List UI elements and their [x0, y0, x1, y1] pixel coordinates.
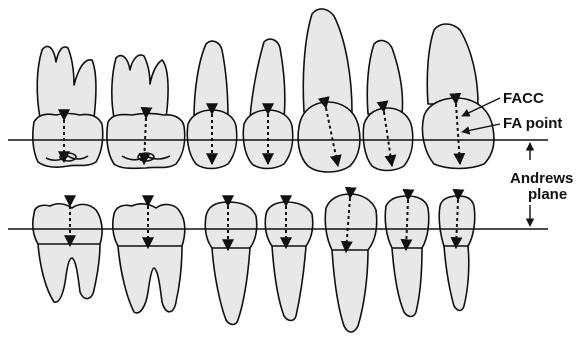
upper-lateral-incisor-root	[367, 41, 402, 114]
lower-premolar-2-root	[272, 246, 306, 321]
upper-central-incisor-crown	[422, 98, 493, 169]
facc-label: FACC	[503, 90, 544, 107]
lower-premolar-1-root	[212, 248, 250, 325]
upper-molar-2	[107, 55, 185, 168]
lower-premolar-1-crown	[205, 202, 257, 253]
upper-central-incisor-root	[427, 24, 478, 104]
fa-point-label: FA point	[503, 115, 562, 132]
upper-premolar-2-root	[250, 39, 285, 118]
lower-canine-crown	[325, 194, 376, 255]
upper-canine-root	[303, 9, 352, 112]
lower-canine	[325, 194, 376, 332]
upper-canine-crown	[298, 102, 360, 172]
upper-canine	[298, 9, 360, 172]
lower-canine-root	[332, 250, 368, 332]
upper-molar-1	[33, 46, 103, 167]
andrews-label: Andrews	[510, 170, 573, 187]
plane-label: plane	[528, 186, 567, 203]
upper-molar-2-crown	[107, 114, 185, 169]
upper-molar-1-root	[37, 46, 96, 118]
upper-premolar-1	[187, 41, 236, 168]
lower-lateral-incisor-root	[392, 248, 422, 317]
lower-molar-1-crown	[33, 204, 102, 249]
lower-premolar-1	[205, 202, 257, 325]
upper-molar-2-root	[112, 55, 168, 118]
upper-arch	[33, 9, 494, 172]
lower-central-incisor-root	[444, 246, 469, 311]
upper-premolar-2	[243, 39, 292, 168]
lower-molar-1-root	[38, 244, 100, 302]
lower-arch	[33, 194, 475, 332]
lower-premolar-2-crown	[265, 202, 313, 251]
upper-lateral-incisor	[363, 41, 412, 171]
lower-molar-1	[33, 204, 102, 302]
lower-molar-2-root	[118, 246, 182, 313]
lower-premolar-2	[265, 202, 313, 321]
upper-premolar-1-root	[194, 41, 228, 118]
